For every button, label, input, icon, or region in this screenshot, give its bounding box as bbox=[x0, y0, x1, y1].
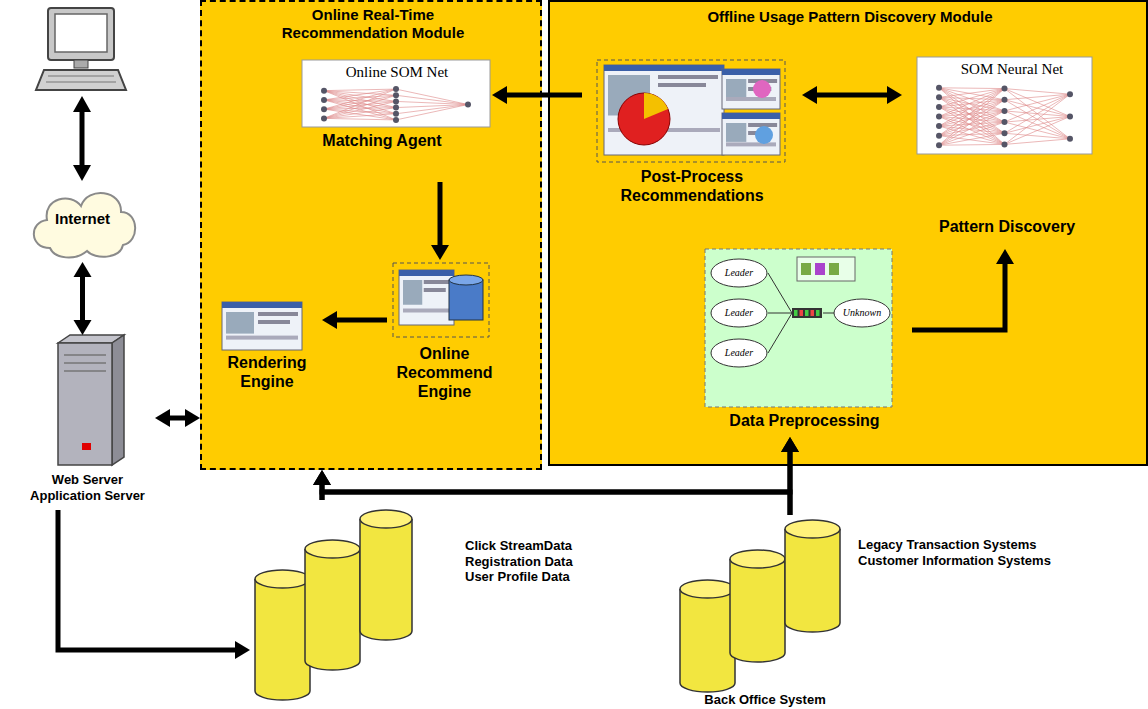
internet-cloud: Internet bbox=[25, 182, 140, 262]
node-label: Online Real-Time Recommendation Module bbox=[253, 6, 493, 42]
cluster-label: Leader bbox=[711, 307, 767, 319]
node-label: Pattern Discovery bbox=[902, 217, 1112, 236]
flow-arrow bbox=[492, 86, 582, 104]
node-label: Online SOM Net bbox=[332, 63, 462, 81]
node-label: Internet bbox=[25, 210, 140, 228]
post-process-box: Post-Process Recommendations bbox=[582, 57, 802, 227]
node-label: Data Preprocessing bbox=[697, 411, 912, 430]
offline-module: Offline Usage Pattern Discovery ModulePo… bbox=[548, 0, 1148, 466]
flow-arrow bbox=[322, 311, 387, 329]
db1-picture bbox=[250, 500, 640, 705]
flow-arrow bbox=[802, 86, 902, 104]
data-preprocessing: Data PreprocessingLeaderLeaderLeaderUnkn… bbox=[697, 247, 912, 437]
node-label: Legacy Transaction Systems Customer Info… bbox=[858, 537, 1083, 568]
cluster-label: Leader bbox=[711, 347, 767, 359]
node-label: Back Office System bbox=[675, 692, 855, 708]
flow-arrow bbox=[781, 437, 799, 515]
render-picture bbox=[212, 297, 322, 407]
server-icon: Web Server Application Server bbox=[20, 335, 155, 510]
node-label: Rendering Engine bbox=[212, 353, 322, 391]
pattern-discovery: SOM Neural NetPattern Discovery bbox=[902, 54, 1112, 249]
recommend-engine: Online Recommend Engine bbox=[387, 260, 502, 430]
node-label: Post-Process Recommendations bbox=[582, 167, 802, 205]
flow-arrow bbox=[322, 437, 799, 500]
flow-arrow bbox=[74, 262, 92, 335]
database-stack: Click StreamData Registration Data User … bbox=[250, 500, 640, 705]
node-label: Click StreamData Registration Data User … bbox=[465, 538, 600, 585]
flow-arrow bbox=[313, 470, 331, 500]
flow-arrow bbox=[313, 470, 790, 515]
cluster-label: Unknown bbox=[834, 307, 890, 319]
node-label: Online Recommend Engine bbox=[387, 344, 502, 402]
node-label: SOM Neural Net bbox=[942, 60, 1082, 78]
flow-arrow bbox=[155, 409, 200, 427]
online-module: Online Real-Time Recommendation ModuleOn… bbox=[200, 0, 542, 470]
flow-arrow bbox=[58, 510, 250, 659]
node-label: Offline Usage Pattern Discovery Module bbox=[550, 8, 1148, 26]
node-label: Matching Agent bbox=[322, 131, 442, 150]
database-stack: Legacy Transaction Systems Customer Info… bbox=[675, 515, 1145, 709]
flow-arrow bbox=[912, 249, 1014, 330]
rendering-engine: Rendering Engine bbox=[212, 297, 322, 407]
cluster-label: Leader bbox=[711, 267, 767, 279]
matching-agent: Online SOM NetMatching Agent bbox=[292, 57, 492, 182]
flow-arrow bbox=[431, 182, 449, 260]
node-label: Web Server Application Server bbox=[20, 472, 155, 503]
